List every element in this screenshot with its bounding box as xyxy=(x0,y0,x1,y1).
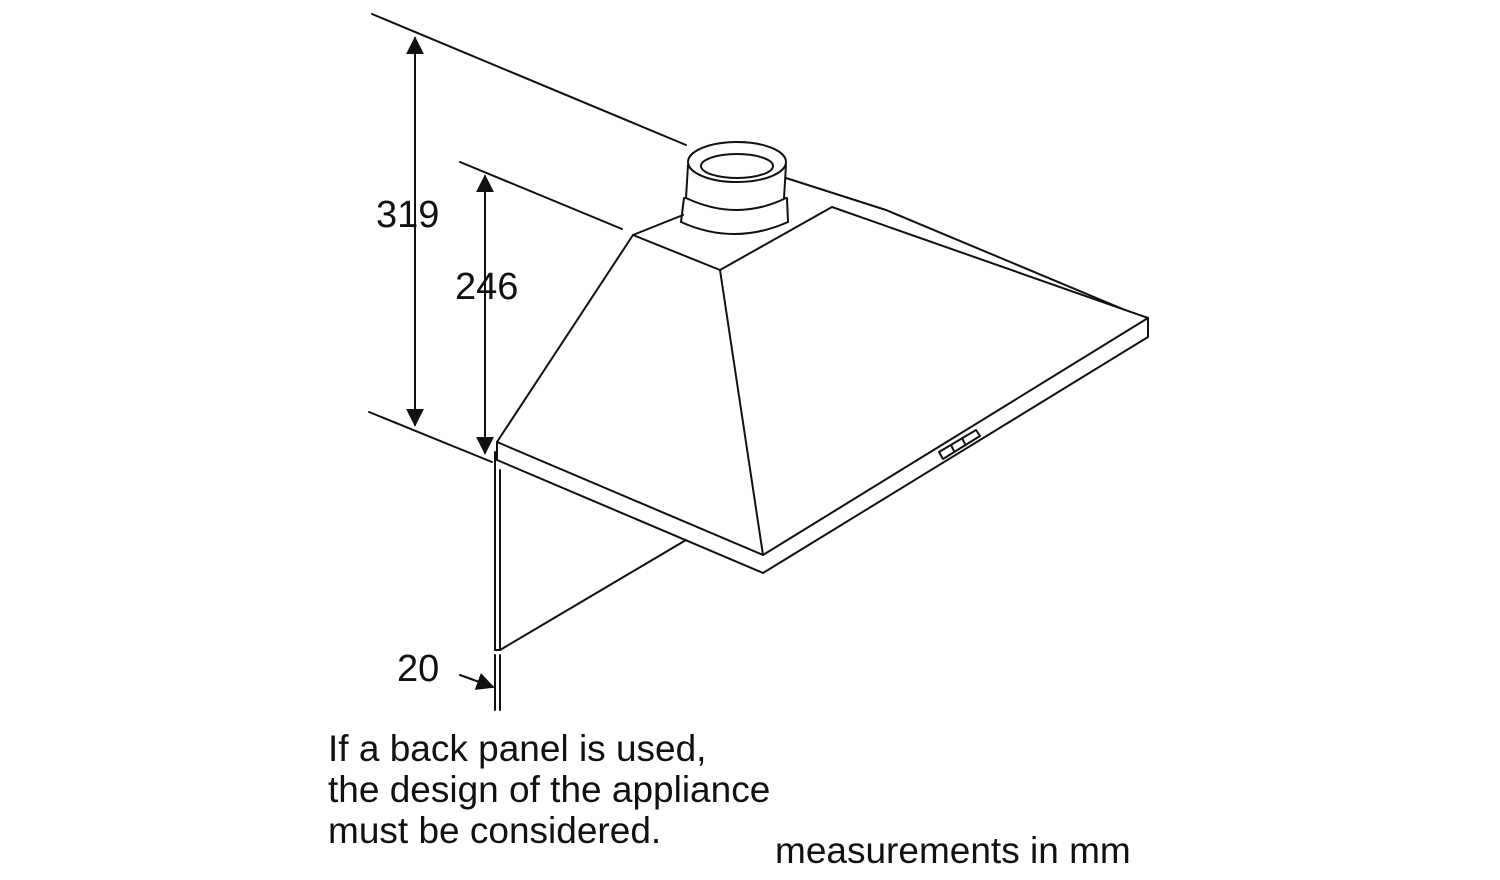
extension-line-hood-top xyxy=(460,162,622,229)
units-label: measurements in mm xyxy=(775,830,1131,871)
note-line-3: must be considered. xyxy=(328,810,662,851)
dimension-label-20: 20 xyxy=(397,648,440,690)
duct-collar xyxy=(681,142,788,234)
dimension-label-319: 319 xyxy=(376,194,440,236)
back-panel xyxy=(495,452,686,710)
dimension-arrow-20 xyxy=(460,673,495,690)
extension-line-top xyxy=(372,14,686,145)
back-panel-note: If a back panel is used, the design of t… xyxy=(328,728,770,851)
note-line-2: the design of the appliance xyxy=(328,769,771,810)
note-line-1: If a back panel is used, xyxy=(328,728,707,769)
dimension-label-246: 246 xyxy=(455,266,519,308)
cooker-hood xyxy=(497,178,1148,573)
control-panel xyxy=(939,430,980,459)
extension-line-bottom xyxy=(369,412,492,462)
